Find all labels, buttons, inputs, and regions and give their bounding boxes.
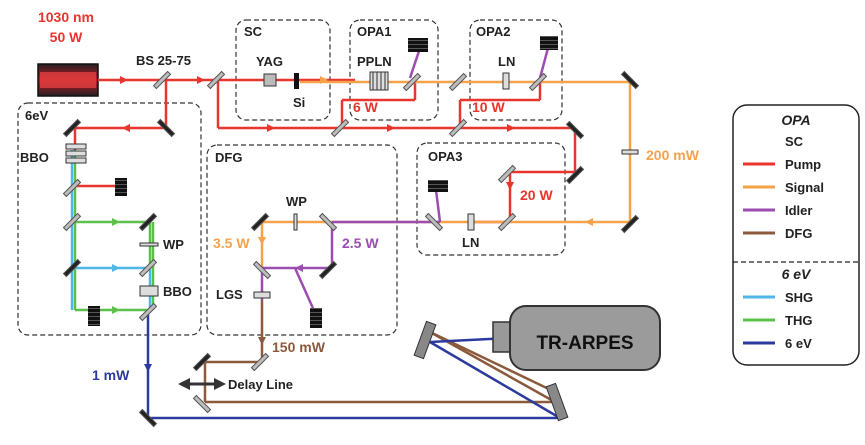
si-window <box>294 73 299 89</box>
beam-dump-dfg <box>310 308 322 328</box>
ppln-crystal <box>369 71 389 91</box>
beam-dump-opa2 <box>540 36 558 50</box>
dfg-idler-power: 2.5 W <box>342 235 379 251</box>
legend-label-shg: SHG <box>785 290 813 305</box>
opa3-title: OPA3 <box>428 149 462 164</box>
dfg-signal-power: 3.5 W <box>213 235 250 251</box>
legend-label-6-ev: 6 eV <box>785 336 812 351</box>
beam-dump-opa3 <box>428 180 448 192</box>
legend-label-thg: THG <box>785 313 812 328</box>
wp-dfg-label: WP <box>286 194 307 209</box>
sixev-title: 6eV <box>25 108 48 123</box>
opa1-title: OPA1 <box>357 24 391 39</box>
legend-label-pump: Pump <box>785 157 821 172</box>
delay-line-label: Delay Line <box>228 377 293 392</box>
wp-6ev <box>139 242 159 247</box>
wp-dfg <box>293 213 298 231</box>
legend-label-sc: SC <box>785 134 804 149</box>
legend-label-signal: Signal <box>785 180 824 195</box>
opa2-title: OPA2 <box>476 24 510 39</box>
delay-line-arrow <box>178 378 226 390</box>
bbo1-label: BBO <box>20 150 49 165</box>
bbo-crystal-2 <box>139 285 159 297</box>
uv-output-power: 1 mW <box>92 367 130 383</box>
box-sc <box>235 19 331 121</box>
pump-opa1-power: 6 W <box>353 99 379 115</box>
box-6ev <box>17 102 202 336</box>
beam-dump-6ev-1 <box>115 178 127 196</box>
ppln-label: PPLN <box>357 54 392 69</box>
source-power: 50 W <box>50 29 83 45</box>
signal-output-power: 200 mW <box>646 147 700 163</box>
legend-label-idler: Idler <box>785 203 812 218</box>
beam-dump-6ev-2 <box>88 306 100 326</box>
tr-arpes-label: TR-ARPES <box>536 333 633 354</box>
box-opa3 <box>416 142 566 256</box>
bbo2-label: BBO <box>163 284 192 299</box>
bbo-stack <box>65 143 87 164</box>
legend-label-dfg: DFG <box>785 226 812 241</box>
pump-opa2-power: 10 W <box>472 99 505 115</box>
wp-output <box>621 149 639 155</box>
dfg-title: DFG <box>215 150 242 165</box>
lgs-label: LGS <box>216 287 243 302</box>
sc-title: SC <box>244 24 263 39</box>
wp-6ev-label: WP <box>163 237 184 252</box>
legend-6ev-title: 6 eV <box>782 266 812 282</box>
focusing-mirror-1 <box>413 320 437 360</box>
source-wavelength: 1030 nm <box>38 9 94 25</box>
beam-dump-opa1 <box>408 38 428 52</box>
dfg-output-power: 150 mW <box>272 339 326 355</box>
box-dfg <box>206 144 398 336</box>
lgs-crystal <box>253 291 271 299</box>
ln-label-opa3: LN <box>462 235 479 250</box>
pump-opa3-power: 20 W <box>520 187 553 203</box>
bs-label: BS 25-75 <box>136 53 191 68</box>
ln-crystal-opa3 <box>467 213 475 231</box>
laser-source <box>37 63 99 97</box>
yag-crystal <box>263 73 277 87</box>
ln-crystal-opa2 <box>502 72 510 90</box>
yag-label: YAG <box>256 54 283 69</box>
box-opa1 <box>349 19 439 121</box>
tr-arpes-chamber <box>492 305 661 371</box>
box-opa2 <box>469 19 563 121</box>
ln-label-opa2: LN <box>498 54 515 69</box>
si-label: Si <box>293 95 305 110</box>
focusing-mirror-2 <box>545 382 569 422</box>
legend-opa-title: OPA <box>781 112 810 128</box>
